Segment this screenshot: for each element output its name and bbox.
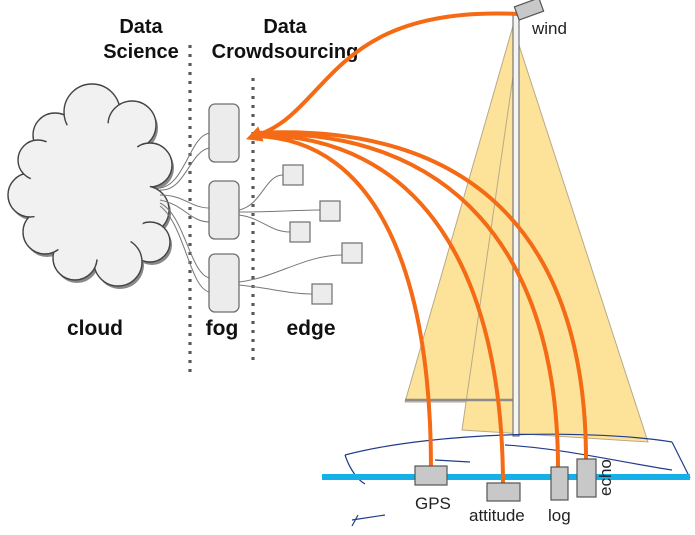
- echo-sensor: [576, 458, 597, 498]
- arrow-gps: [254, 134, 433, 470]
- attitude-sensor: [486, 482, 521, 502]
- edge-label: edge: [286, 317, 335, 340]
- data-science-header-line1: Data: [119, 16, 163, 38]
- jib-sail: [461, 41, 649, 443]
- data-crowdsourcing-header-line1: Data: [263, 16, 307, 38]
- edge-node-3: [289, 221, 311, 243]
- cloud-fog-links: [159, 132, 211, 293]
- gps-label: GPS: [415, 494, 451, 513]
- edge-node-4: [341, 242, 363, 264]
- log-label: log: [548, 506, 571, 525]
- fog-edge-links: [238, 174, 343, 295]
- edge-node-5: [311, 283, 333, 305]
- data-crowdsourcing-header-line2: Crowdsourcing: [212, 41, 359, 63]
- attitude-label: attitude: [469, 506, 525, 525]
- cloud-shape: [7, 83, 174, 289]
- fog-node-middle: [208, 180, 240, 240]
- edge-node-1: [282, 164, 304, 186]
- wind-sensor: [513, 0, 545, 21]
- boat-hull: [344, 433, 691, 527]
- gps-sensor: [414, 465, 448, 486]
- data-flow-arrows: [245, 11, 588, 488]
- wind-label: wind: [531, 19, 567, 38]
- arrow-attitude: [254, 133, 505, 488]
- fog-node-bottom: [208, 253, 240, 313]
- log-sensor: [550, 466, 569, 501]
- fog-node-top: [208, 103, 240, 163]
- echo-label: echo: [596, 459, 615, 496]
- cloud-label: cloud: [67, 317, 123, 340]
- fog-label: fog: [206, 317, 239, 340]
- arrow-wind: [245, 11, 520, 142]
- edge-node-2: [319, 200, 341, 222]
- data-science-header-line2: Science: [103, 41, 179, 63]
- arrow-log: [254, 131, 560, 470]
- arrow-echo: [254, 130, 588, 462]
